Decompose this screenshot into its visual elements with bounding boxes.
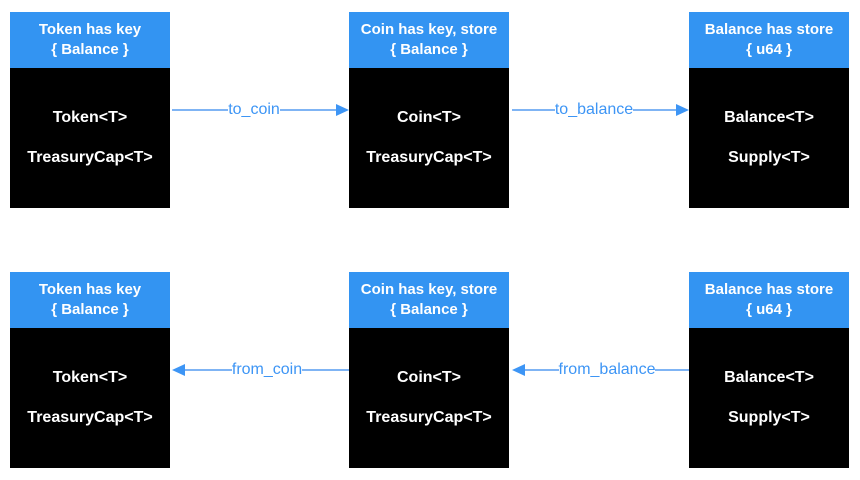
token-box-top-body: Token<T> TreasuryCap<T> — [10, 68, 170, 208]
arrow-label: to_balance — [554, 101, 634, 118]
arrow-to-coin: to_coin — [172, 99, 349, 121]
box-item: Coin<T> — [396, 109, 461, 126]
arrow-to-balance: to_balance — [512, 99, 690, 121]
coin-box-top-body: Coin<T> TreasuryCap<T> — [349, 68, 509, 208]
box-item: TreasuryCap<T> — [366, 409, 492, 426]
arrow-line — [655, 369, 690, 371]
box-title: Balance has store — [704, 21, 834, 38]
arrowhead-left-icon — [512, 364, 525, 376]
box-item: TreasuryCap<T> — [27, 149, 153, 166]
box-item: TreasuryCap<T> — [366, 149, 492, 166]
box-title: Coin has key, store — [360, 281, 498, 298]
box-item: Balance<T> — [724, 369, 814, 386]
box-subtitle: { Balance } — [390, 301, 468, 318]
token-box-top: Token has key { Balance } Token<T> Treas… — [10, 12, 170, 208]
box-title: Token has key — [38, 21, 142, 38]
arrow-line — [279, 109, 336, 111]
arrow-label: from_coin — [231, 361, 303, 378]
coin-box-top-header: Coin has key, store { Balance } — [349, 12, 509, 68]
box-item: Supply<T> — [728, 149, 810, 166]
arrow-line — [172, 109, 229, 111]
balance-box-bottom-body: Balance<T> Supply<T> — [689, 328, 849, 468]
arrow-line — [525, 369, 559, 371]
arrowhead-right-icon — [676, 104, 690, 116]
box-title: Balance has store — [704, 281, 834, 298]
box-item: Balance<T> — [724, 109, 814, 126]
arrow-line — [512, 109, 555, 111]
box-item: Token<T> — [52, 369, 128, 386]
token-box-bottom-body: Token<T> TreasuryCap<T> — [10, 328, 170, 468]
arrow-label: to_coin — [228, 101, 280, 118]
box-item: TreasuryCap<T> — [27, 409, 153, 426]
box-title: Coin has key, store — [360, 21, 498, 38]
balance-box-bottom-header: Balance has store { u64 } — [689, 272, 849, 328]
arrow-line — [302, 369, 349, 371]
arrow-label: from_balance — [558, 361, 656, 378]
arrow-from-balance: from_balance — [512, 359, 690, 381]
box-subtitle: { Balance } — [51, 41, 129, 58]
token-box-bottom-header: Token has key { Balance } — [10, 272, 170, 328]
balance-box-top: Balance has store { u64 } Balance<T> Sup… — [689, 12, 849, 208]
balance-box-top-body: Balance<T> Supply<T> — [689, 68, 849, 208]
coin-box-top: Coin has key, store { Balance } Coin<T> … — [349, 12, 509, 208]
arrow-line — [185, 369, 232, 371]
box-item: Supply<T> — [728, 409, 810, 426]
arrowhead-left-icon — [172, 364, 185, 376]
token-box-top-header: Token has key { Balance } — [10, 12, 170, 68]
box-item: Coin<T> — [396, 369, 461, 386]
token-box-bottom: Token has key { Balance } Token<T> Treas… — [10, 272, 170, 468]
box-subtitle: { u64 } — [746, 301, 792, 318]
box-item: Token<T> — [52, 109, 128, 126]
coin-box-bottom-header: Coin has key, store { Balance } — [349, 272, 509, 328]
balance-box-bottom: Balance has store { u64 } Balance<T> Sup… — [689, 272, 849, 468]
box-subtitle: { Balance } — [390, 41, 468, 58]
coin-box-bottom: Coin has key, store { Balance } Coin<T> … — [349, 272, 509, 468]
box-subtitle: { u64 } — [746, 41, 792, 58]
arrow-from-coin: from_coin — [172, 359, 349, 381]
balance-box-top-header: Balance has store { u64 } — [689, 12, 849, 68]
coin-box-bottom-body: Coin<T> TreasuryCap<T> — [349, 328, 509, 468]
box-title: Token has key — [38, 281, 142, 298]
arrowhead-right-icon — [336, 104, 349, 116]
box-subtitle: { Balance } — [51, 301, 129, 318]
arrow-line — [633, 109, 677, 111]
